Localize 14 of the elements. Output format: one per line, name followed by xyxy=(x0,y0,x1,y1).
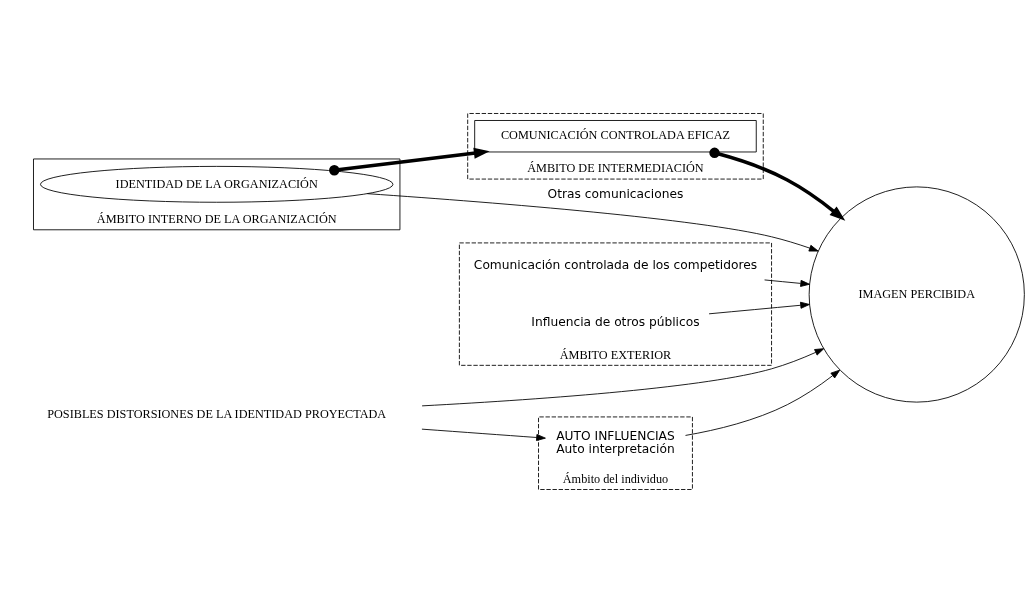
arrow xyxy=(366,192,819,252)
node-box: COMUNICACIÓN CONTROLADA EFICAZ xyxy=(474,119,757,152)
arrow xyxy=(421,347,825,406)
node-text: POSIBLES DISTORSIONES DE LA IDENTIDAD PROYECTADA xyxy=(47,406,387,421)
node-text: AUTO INFLUENCIAS Auto interpretación xyxy=(556,428,675,456)
node-text: Influencia de otros públicos xyxy=(531,314,700,329)
arrow xyxy=(421,428,546,441)
edge-label: Otras comunicaciones xyxy=(547,186,684,201)
node-text: Comunicación controlada de los competidores xyxy=(473,257,758,272)
arrow xyxy=(708,301,810,314)
arrow xyxy=(764,279,810,287)
arrow xyxy=(709,147,846,221)
arrow xyxy=(685,369,841,436)
arrow xyxy=(329,147,490,175)
